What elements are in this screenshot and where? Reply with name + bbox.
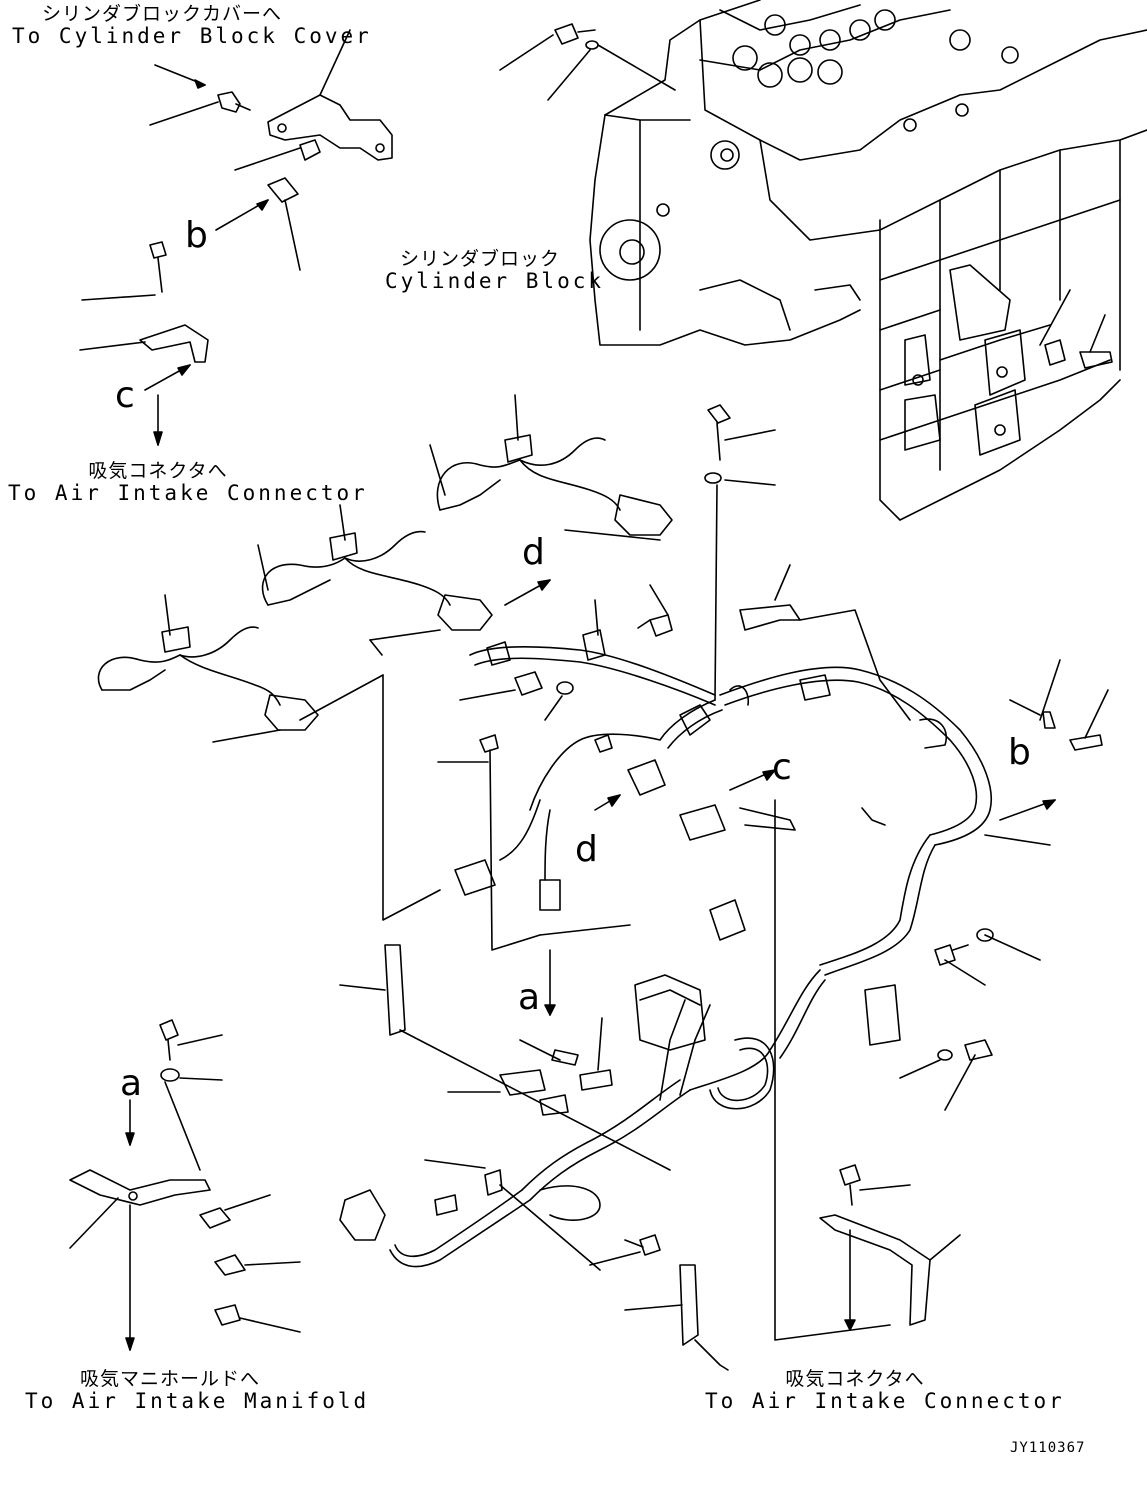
label-jp: 吸気マニホールドへ	[79, 1368, 260, 1390]
ref-letter-b-upper: b	[185, 215, 208, 256]
label-cylinder-block: シリンダブロック Cylinder Block	[385, 248, 605, 293]
label-jp: シリンダブロックカバーへ	[41, 3, 282, 25]
cylinder-block-cover-bracket	[79, 29, 393, 446]
ref-letter-c-mid: c	[772, 747, 792, 788]
label-cylinder-block-cover: シリンダブロックカバーへ To Cylinder Block Cover	[12, 3, 372, 48]
label-en: To Cylinder Block Cover	[12, 23, 372, 48]
main-wiring-harness	[299, 579, 1056, 1268]
label-air-intake-connector-bottom: 吸気コネクタへ To Air Intake Connector	[705, 1368, 1065, 1413]
label-en: To Air Intake Connector	[705, 1388, 1065, 1413]
label-en: Cylinder Block	[385, 268, 605, 293]
drawing-id: JY110367	[1010, 1440, 1086, 1456]
label-en: To Air Intake Manifold	[25, 1388, 370, 1413]
ref-letter-d-lower: d	[575, 829, 598, 870]
cylinder-block-drawing	[499, 0, 1147, 521]
ref-letter-c-left: c	[115, 375, 135, 416]
label-en: To Air Intake Connector	[8, 480, 368, 505]
ref-letter-a-left: a	[120, 1063, 143, 1104]
label-jp: シリンダブロック	[399, 248, 560, 270]
intake-manifold-bracket	[69, 1019, 301, 1351]
label-air-intake-manifold: 吸気マニホールドへ To Air Intake Manifold	[25, 1368, 370, 1413]
ref-letter-d-upper: d	[522, 532, 545, 573]
ref-letter-a-mid: a	[518, 977, 541, 1018]
label-air-intake-connector-left: 吸気コネクタへ To Air Intake Connector	[8, 460, 368, 505]
ref-letter-b-right: b	[1008, 732, 1031, 773]
right-fasteners	[339, 404, 1109, 1371]
sensor-harness-strands	[97, 394, 673, 743]
label-jp: 吸気コネクタへ	[88, 460, 228, 482]
label-jp: 吸気コネクタへ	[785, 1368, 925, 1390]
